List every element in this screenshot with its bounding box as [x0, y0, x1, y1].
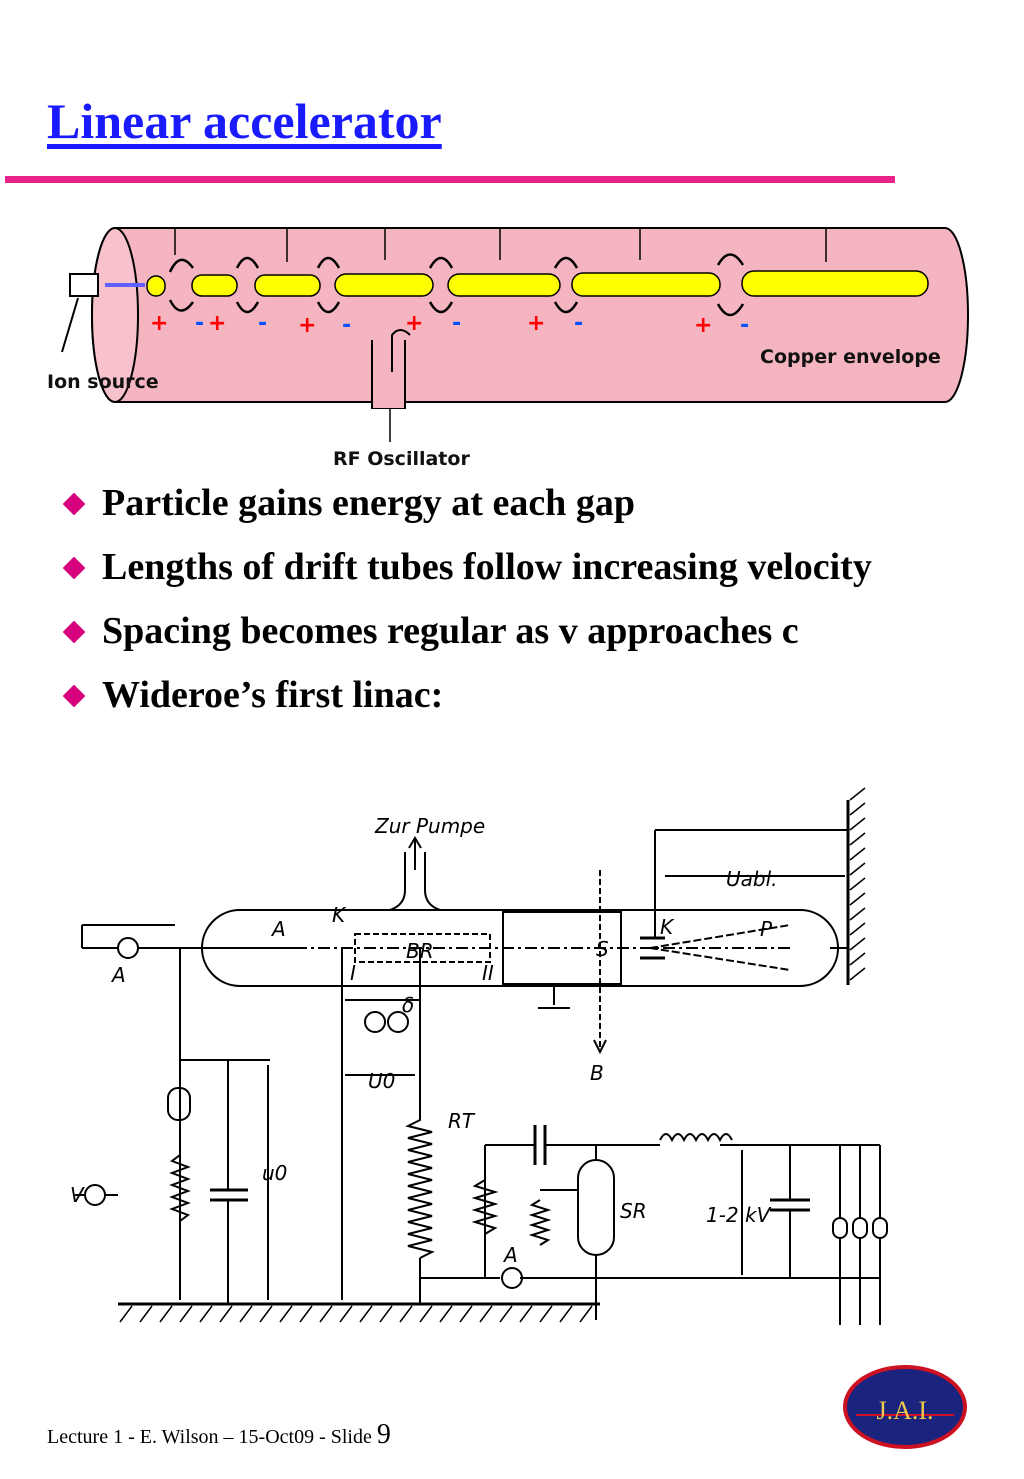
label-a-left: A [270, 917, 286, 941]
title-rule [5, 176, 895, 183]
label-br: BR [406, 939, 434, 963]
bullet-list: Particle gains energy at each gap Length… [60, 482, 1000, 738]
minus-sign: - [452, 311, 461, 336]
label-u0-side: u0 [262, 1161, 287, 1185]
minus-sign: - [574, 311, 583, 336]
rf-oscillator-label: RF Oscillator [333, 448, 470, 470]
label-u-abl: Uabl. [726, 867, 778, 891]
label-delta: δ [402, 993, 414, 1017]
label-roman-two: II [482, 961, 494, 985]
label-v: V [70, 1183, 85, 1207]
drift-tube [741, 270, 929, 297]
bullet-item: Lengths of drift tubes follow increasing… [60, 546, 1000, 589]
envelope-end [91, 227, 139, 403]
bullet-item: Wideroe’s first linac: [60, 674, 1000, 717]
label-p: P [760, 917, 773, 941]
bullet-item: Particle gains energy at each gap [60, 482, 1000, 525]
plus-sign: + [694, 313, 712, 338]
plus-sign: + [150, 311, 168, 336]
slide-footer: Lecture 1 - E. Wilson – 15-Oct09 - Slide… [47, 1419, 391, 1450]
label-k-top: K [332, 903, 347, 927]
drift-tube [334, 273, 434, 297]
minus-sign: - [195, 311, 204, 336]
ion-source-label: Ion source [47, 371, 159, 393]
label-a-bottom: A [502, 1243, 518, 1267]
bullet-item: Spacing becomes regular as v approaches … [60, 610, 1000, 653]
drift-tube [191, 274, 238, 297]
minus-sign: - [740, 313, 749, 338]
plus-sign: + [208, 311, 226, 336]
wideroe-tube [201, 909, 839, 987]
label-zur-pumpe: Zur Pumpe [374, 814, 485, 838]
svg-text:J.A.I.: J.A.I. [876, 1396, 933, 1425]
plus-sign: + [298, 313, 316, 338]
rf-loop [391, 329, 411, 372]
plus-sign: + [405, 311, 423, 336]
label-a-meter: A [110, 963, 126, 987]
jai-logo: J.A.I. [843, 1365, 967, 1449]
label-rt: RT [448, 1109, 476, 1133]
minus-sign: - [342, 313, 351, 338]
rf-stem [372, 330, 405, 408]
slide-number: 9 [376, 1419, 391, 1450]
label-u0-gap: U0 [368, 1069, 395, 1093]
plus-sign: + [527, 311, 545, 336]
linac-diagram: + - + - + - + - + - + - Ion source RF Os… [47, 227, 969, 470]
copper-envelope-label: Copper envelope [760, 346, 941, 368]
label-s: S [596, 937, 609, 961]
drift-tube [146, 275, 166, 297]
tube-sr [577, 1159, 615, 1256]
ion-source-box [69, 273, 99, 297]
minus-sign: - [258, 311, 267, 336]
slide-title: Linear accelerator [47, 93, 442, 149]
drift-tube [447, 273, 561, 297]
label-k-right: K [660, 915, 675, 939]
drift-tube [571, 272, 721, 297]
ammeter-left [117, 937, 139, 959]
label-voltage: 1-2 kV [706, 1203, 772, 1227]
label-sr: SR [620, 1199, 647, 1223]
drift-tube [254, 274, 321, 297]
label-b: B [590, 1061, 604, 1085]
label-roman-one: I [350, 961, 356, 985]
